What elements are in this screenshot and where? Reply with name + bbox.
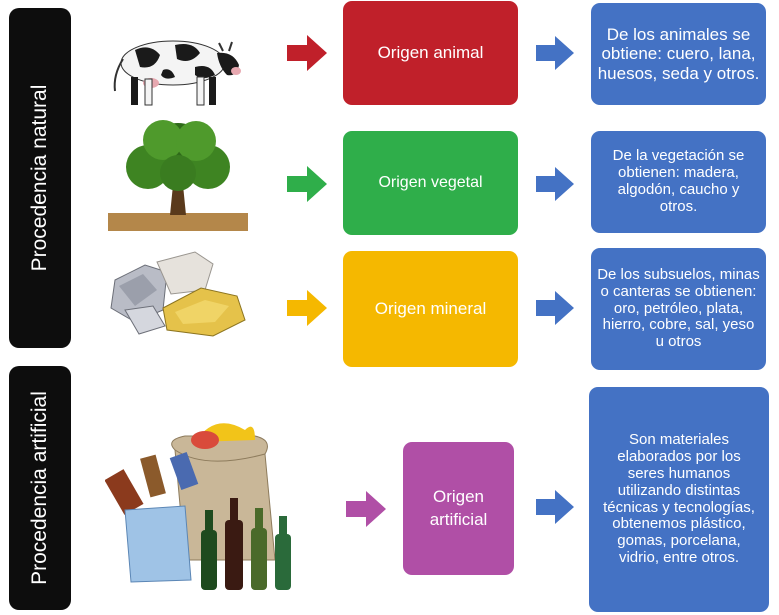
artificial-side-label: Procedencia artificial bbox=[28, 391, 51, 585]
natural-side-bar: Procedencia natural bbox=[9, 8, 71, 348]
origin-mineral-box: Origen mineral bbox=[343, 251, 518, 367]
yellow-arrow-icon bbox=[287, 290, 327, 326]
origin-artificial-label: Origen artificial bbox=[429, 487, 488, 529]
origin-artificial-box: Origen artificial bbox=[403, 442, 514, 575]
desc-mineral-text: De los subsuelos, minas o canteras se ob… bbox=[597, 266, 760, 351]
origin-mineral-label: Origen mineral bbox=[374, 299, 487, 318]
desc-animal-text: De los animales se obtiene: cuero, lana,… bbox=[597, 25, 760, 83]
blue-arrow-icon bbox=[536, 167, 574, 201]
natural-side-label: Procedencia natural bbox=[28, 84, 51, 272]
waste-image bbox=[105, 423, 291, 590]
tree-image bbox=[108, 120, 248, 231]
rocks-image bbox=[110, 251, 246, 337]
origin-animal-box: Origen animal bbox=[343, 1, 518, 105]
desc-vegetal-box: De la vegetación se obtienen: madera, al… bbox=[591, 131, 766, 233]
blue-arrow-icon bbox=[536, 36, 574, 70]
desc-vegetal-text: De la vegetación se obtienen: madera, al… bbox=[612, 147, 745, 215]
desc-artificial-box: Son materiales elaborados por los seres … bbox=[589, 387, 769, 612]
artificial-side-bar: Procedencia artificial bbox=[9, 366, 71, 610]
origin-vegetal-box: Origen vegetal bbox=[343, 131, 518, 235]
purple-arrow-icon bbox=[346, 491, 386, 527]
red-arrow-icon bbox=[287, 35, 327, 71]
desc-animal-box: De los animales se obtiene: cuero, lana,… bbox=[591, 3, 766, 105]
origin-vegetal-label: Origen vegetal bbox=[378, 174, 483, 191]
cow-image bbox=[113, 40, 241, 106]
origin-animal-label: Origen animal bbox=[377, 43, 484, 62]
desc-artificial-text: Son materiales elaborados por los seres … bbox=[603, 431, 755, 566]
green-arrow-icon bbox=[287, 166, 327, 202]
blue-arrow-icon bbox=[536, 291, 574, 325]
desc-mineral-box: De los subsuelos, minas o canteras se ob… bbox=[591, 248, 766, 370]
blue-arrow-icon bbox=[536, 490, 574, 524]
